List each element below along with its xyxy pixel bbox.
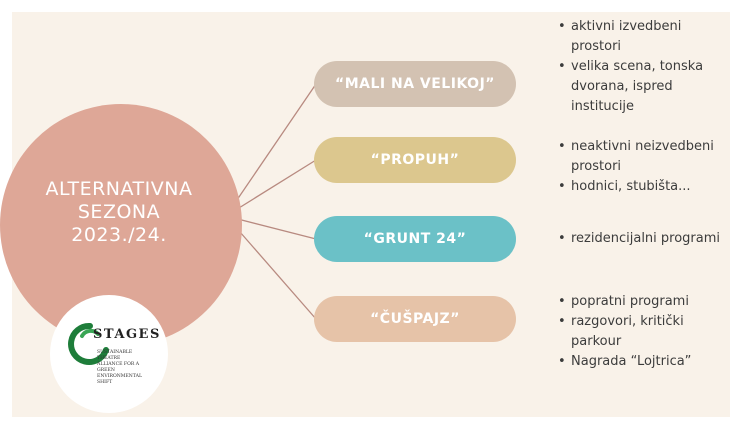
logo-subtitle-line: Environmental <box>97 374 143 379</box>
branch-pill-propuh: “PROPUH” <box>314 137 516 183</box>
main-title: ALTERNATIVNA SEZONA 2023./24. <box>14 178 224 247</box>
logo-subtitle-line: Shift <box>97 380 113 385</box>
logo-subtitle-line: Theatre <box>97 356 121 361</box>
bullet-item: hodnici, stubišta... <box>558 177 732 197</box>
bullet-list-propuh: neaktivni neizvedbeni prostori hodnici, … <box>558 137 732 197</box>
main-title-line-3: 2023./24. <box>71 224 167 246</box>
bullet-item: aktivni izvedbeni prostori <box>558 17 730 57</box>
main-title-line-1: ALTERNATIVNA <box>45 178 193 200</box>
bullet-list-grunt-24: rezidencijalni programi <box>558 229 732 249</box>
logo-subtitle-line: Alliance for a <box>97 362 140 367</box>
stages-logo-icon <box>68 322 109 365</box>
bullet-item: velika scena, tonska dvorana, ispred ins… <box>558 57 730 117</box>
logo-subtitle-line: Green <box>97 368 115 373</box>
bullet-item: neaktivni neizvedbeni prostori <box>558 137 732 177</box>
branch-pill-cuspajz: “ČUŠPAJZ” <box>314 296 516 342</box>
bullet-list-mali-na-velikoj: aktivni izvedbeni prostori velika scena,… <box>558 17 730 117</box>
bullet-item: rezidencijalni programi <box>558 229 732 249</box>
bullet-item: razgovori, kritički parkour <box>558 312 728 352</box>
logo-circle <box>50 295 168 413</box>
connector-line-1 <box>225 83 317 217</box>
bullet-item: Nagrada “Lojtrica” <box>558 352 728 372</box>
branch-pill-mali-na-velikoj: “MALI NA VELIKOJ” <box>314 61 516 107</box>
bullet-item: popratni programi <box>558 292 728 312</box>
main-title-line-2: SEZONA <box>77 201 161 223</box>
bullet-list-cuspajz: popratni programi razgovori, kritički pa… <box>558 292 728 372</box>
logo-subtitle: Sustainable Theatre Alliance for a Green… <box>97 350 167 386</box>
connector-line-2 <box>225 159 317 217</box>
logo-subtitle-line: Sustainable <box>97 350 133 355</box>
logo-wordmark: STAGES <box>93 327 161 342</box>
branch-pill-grunt-24: “GRUNT 24” <box>314 216 516 262</box>
